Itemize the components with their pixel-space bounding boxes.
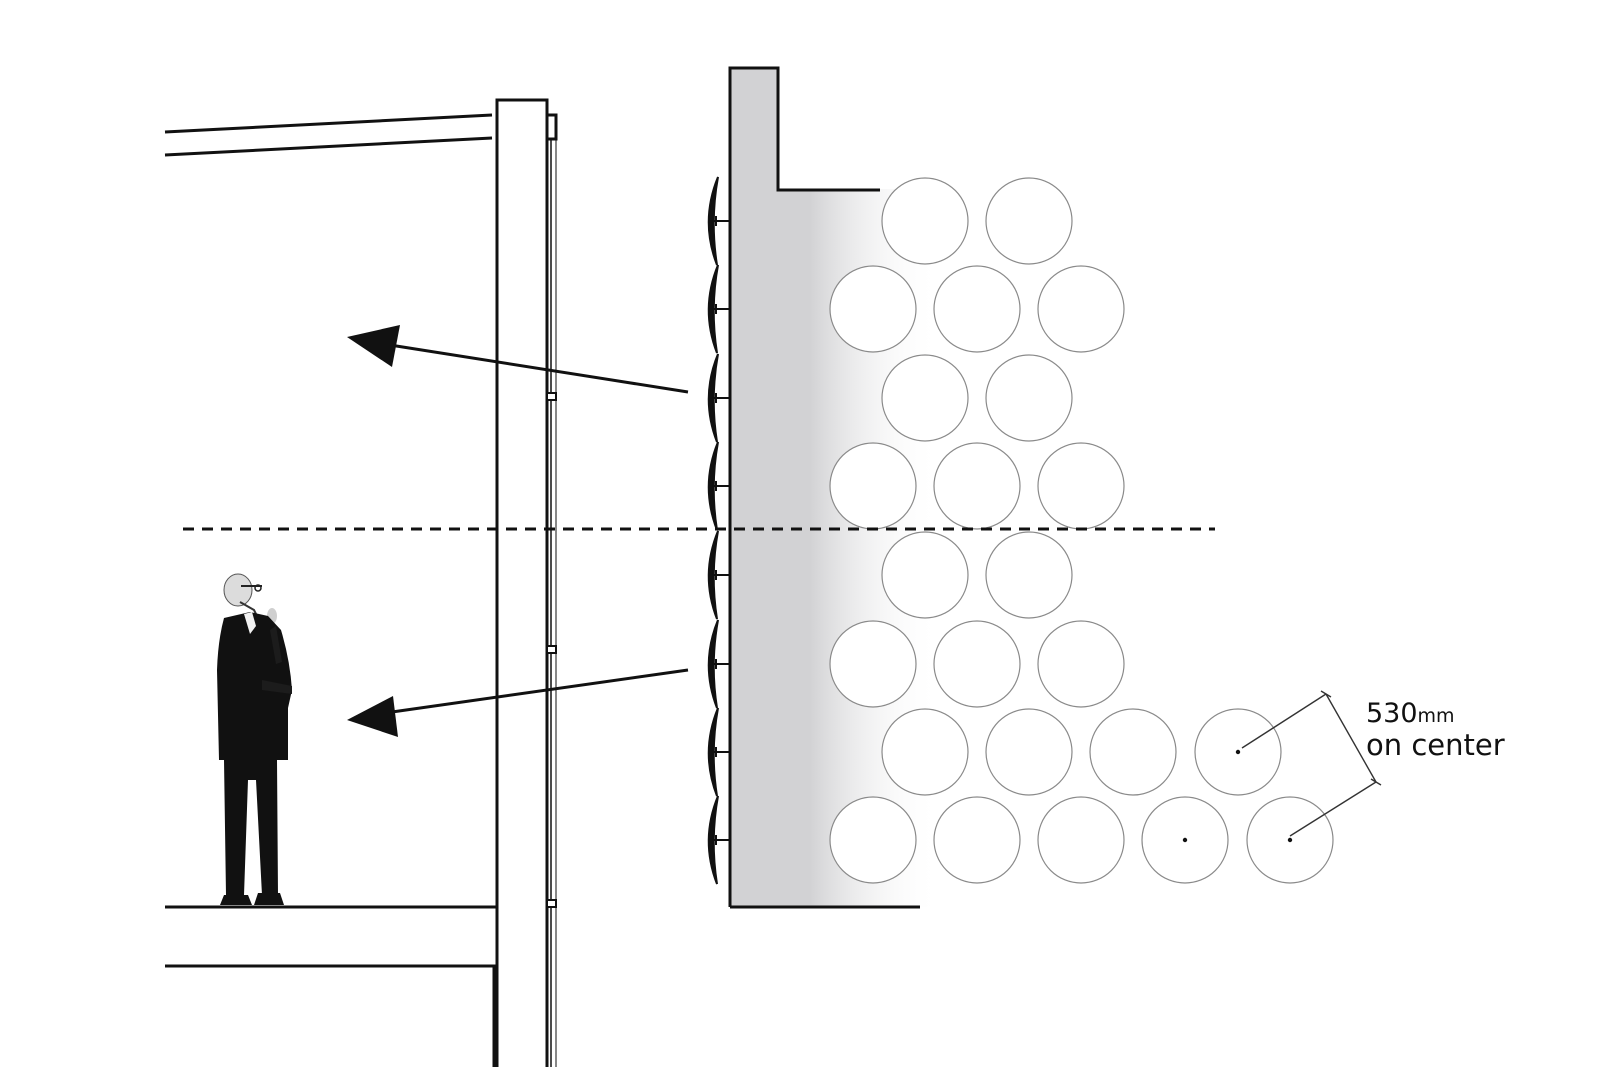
disc-center-dot — [1287, 837, 1293, 843]
disc-center-dot — [1235, 749, 1241, 755]
spacing-unit: mm — [1418, 705, 1455, 727]
roof-slab — [164, 113, 493, 157]
disc — [881, 708, 969, 796]
disc — [1037, 442, 1125, 530]
reflector-icon — [707, 176, 730, 266]
reflector-array — [707, 176, 730, 885]
disc-pattern — [829, 177, 1334, 884]
building-column — [495, 98, 558, 1067]
disc — [829, 620, 917, 708]
reflector-icon — [707, 264, 730, 354]
disc — [881, 177, 969, 265]
spacing-caption: on center — [1366, 728, 1505, 762]
disc — [933, 796, 1021, 884]
svg-text:530mm: 530mm — [1366, 698, 1455, 729]
disc-center-dot — [1182, 837, 1188, 843]
disc — [933, 265, 1021, 353]
arrow-left-icon — [347, 696, 398, 737]
disc — [829, 442, 917, 530]
disc — [985, 708, 1073, 796]
disc — [829, 796, 917, 884]
disc — [933, 442, 1021, 530]
disc — [1037, 265, 1125, 353]
reflector-icon — [707, 441, 730, 531]
reflector-icon — [707, 707, 730, 797]
arrow-left-icon — [347, 325, 400, 367]
glazing — [546, 139, 557, 1067]
spacing-dimension — [1241, 690, 1382, 837]
disc — [1037, 620, 1125, 708]
disc — [985, 531, 1073, 619]
reflector-icon — [707, 530, 730, 620]
light-arrow-lower — [347, 668, 689, 737]
light-arrow-upper — [347, 325, 689, 394]
spacing-label: 530mm on center — [1366, 698, 1505, 762]
disc — [933, 620, 1021, 708]
disc — [881, 531, 969, 619]
floor-slab — [165, 905, 497, 1067]
disc — [1089, 708, 1177, 796]
disc — [985, 177, 1073, 265]
disc — [1037, 796, 1125, 884]
reflector-icon — [707, 795, 730, 885]
reflector-icon — [707, 619, 730, 709]
spacing-value: 530 — [1366, 698, 1418, 729]
standing-person-icon — [217, 573, 292, 905]
disc — [985, 354, 1073, 442]
disc — [881, 354, 969, 442]
disc — [829, 265, 917, 353]
reflector-icon — [707, 353, 730, 443]
